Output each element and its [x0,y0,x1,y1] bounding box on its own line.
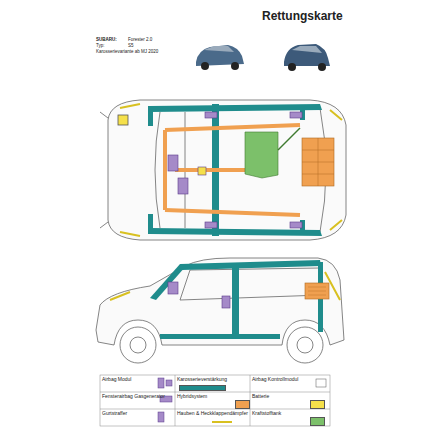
legend-swatch [310,400,325,409]
top-view [100,100,346,240]
vehicle-info: Karosserievariante ab MJ 2020 [96,50,158,55]
hybrid-system [165,125,334,215]
legend-text: Airbag Modul [102,377,131,383]
legend-text: Fensterairbag Gasgenerator [102,394,165,400]
struts [120,104,342,236]
body-reinforcement [148,104,322,236]
airbags [168,112,302,228]
legend-text: Gurtstraffer [102,411,127,417]
fuel-tank [245,128,300,178]
vehicle-info: Forester 2.0 [128,38,152,43]
legend-swatch [179,385,226,391]
vehicle-info: SUBARU: [96,38,117,43]
legend-symbols [158,378,326,422]
legend-table [100,375,330,426]
legend-text: Hybridsystem [177,394,207,400]
side-view [96,258,344,363]
legend-swatch [310,417,325,426]
side-reinforcement [150,260,323,339]
legend-text: Hauben & Heckklappendämpfer [177,411,248,417]
legend-text: Airbag Kontrollmodul [252,377,298,383]
car-photos [196,44,330,71]
legend-text: Batterie [252,394,269,400]
vehicle-info: S5 [128,44,134,49]
legend-text: Kraftstofftank [252,411,281,417]
legend-swatch [235,400,250,409]
vehicle-info: Typ: [96,44,105,49]
side-parts [110,272,340,308]
legend-text: Karosserieverstärkung [177,377,227,383]
card-title: Rettungskarte [262,10,343,23]
